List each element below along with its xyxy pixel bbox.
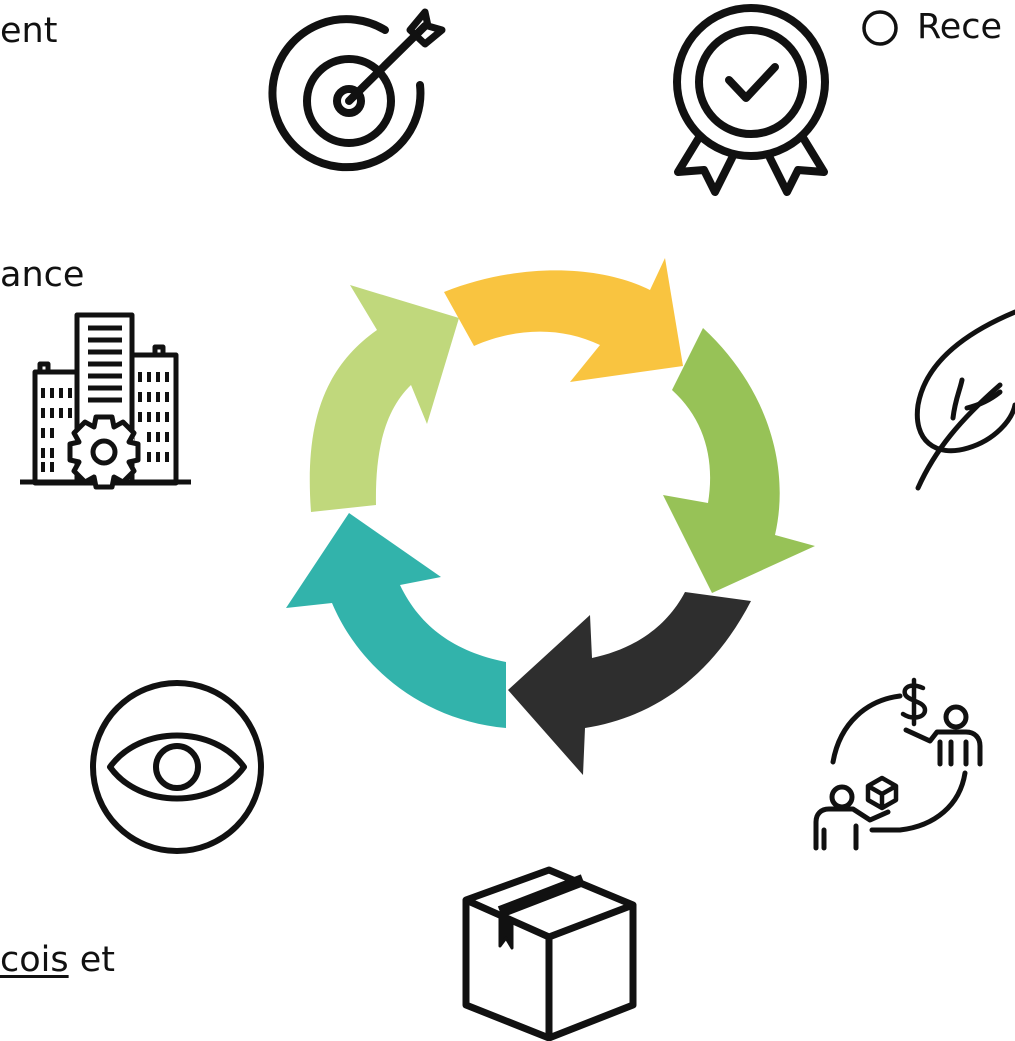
- label-bottom-left-rest: et: [68, 940, 116, 980]
- target-icon: [268, 8, 446, 172]
- arrow-black: [508, 592, 751, 775]
- arrow-lightgreen: [309, 285, 459, 512]
- eye-icon: [90, 680, 264, 854]
- arrow-yellow: [444, 258, 683, 382]
- trade-exchange-icon: [813, 677, 983, 851]
- label-bottom-left: cois et: [0, 943, 115, 978]
- label-bottom-left-link[interactable]: cois: [0, 940, 69, 980]
- radio-circle-icon[interactable]: [862, 10, 898, 46]
- label-top-left: ent: [0, 11, 58, 51]
- arrow-teal: [286, 513, 506, 728]
- label-left-mid: ance: [0, 255, 85, 295]
- arrow-green: [663, 328, 815, 593]
- box-icon: [462, 866, 637, 1041]
- award-ribbon-icon: [673, 4, 829, 196]
- cycle-arrows: [286, 258, 815, 775]
- buildings-gear-icon: [20, 312, 191, 490]
- leaf-icon: [914, 309, 1015, 491]
- label-top-right: Rece: [917, 7, 1003, 47]
